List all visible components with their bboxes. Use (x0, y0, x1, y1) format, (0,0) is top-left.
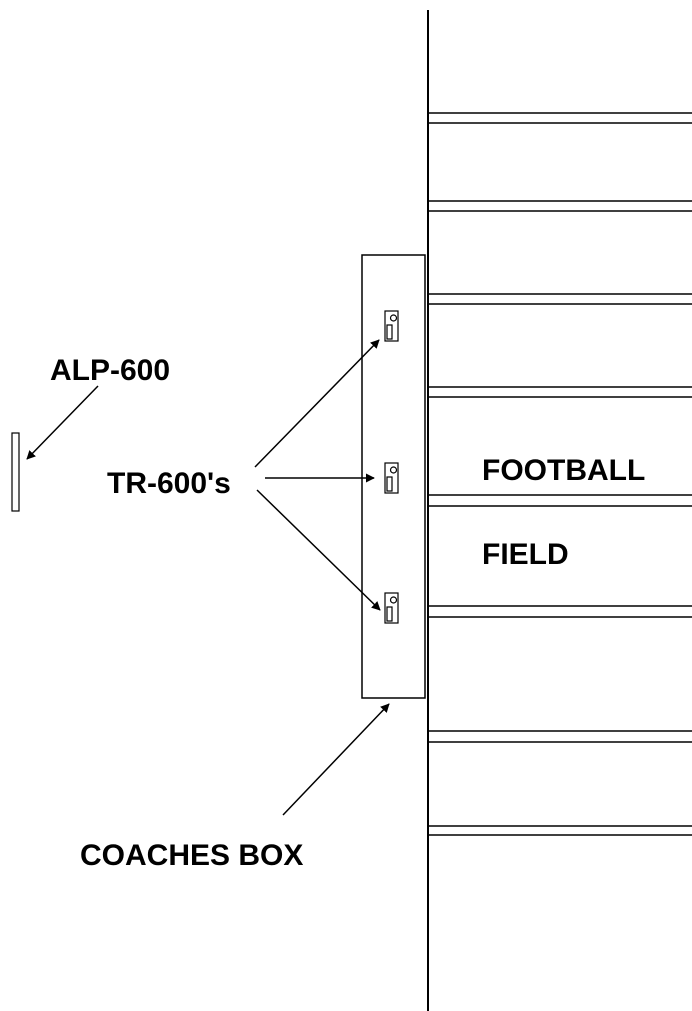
tr600-device (384, 592, 399, 624)
coaches-box (361, 254, 426, 699)
yard-line (428, 386, 692, 398)
coaches-box-label: COACHES BOX (80, 839, 303, 872)
coaches-box-arrow (282, 703, 390, 816)
yard-lines (428, 112, 692, 836)
yard-line (428, 293, 692, 305)
alp600-label: ALP-600 (50, 354, 170, 387)
yard-line (428, 730, 692, 743)
field-label-football: FOOTBALL (482, 454, 645, 487)
yard-line (428, 494, 692, 507)
yard-line (428, 112, 692, 124)
tr-arrow-bottom (256, 489, 381, 611)
tr600-device (384, 462, 399, 494)
yard-line (428, 200, 692, 212)
alp-arrow (26, 385, 99, 460)
yard-line (428, 605, 692, 618)
yard-line (428, 825, 692, 836)
field-label-field: FIELD (482, 538, 569, 571)
tr600-device (384, 310, 399, 342)
tr-arrow-top (254, 339, 380, 468)
alp600-device (11, 432, 20, 512)
tr600-label: TR-600's (107, 467, 231, 500)
